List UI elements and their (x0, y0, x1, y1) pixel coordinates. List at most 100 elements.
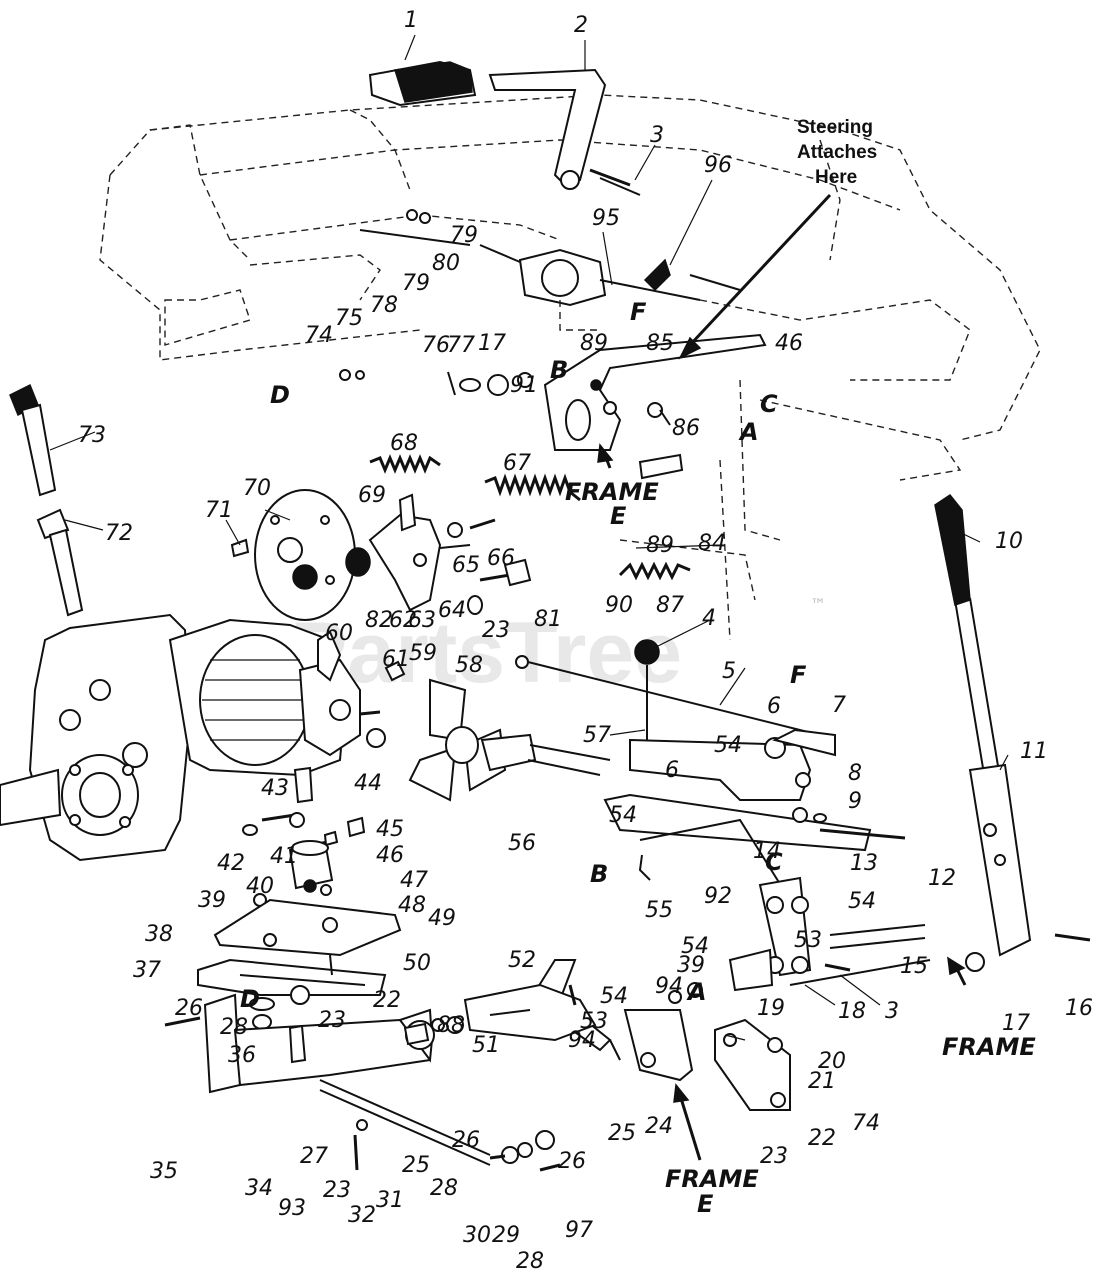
disc-assembly (230, 489, 532, 621)
part-number: 71 (205, 498, 233, 523)
part-number: 84 (698, 531, 726, 556)
callout-letter: B (590, 860, 608, 888)
part-number: 45 (376, 817, 404, 842)
part-number: 3 (885, 999, 899, 1024)
part-number: 68 (390, 431, 418, 456)
part-number: 78 (370, 293, 398, 318)
part-number: 51 (472, 1033, 500, 1058)
lower-levers (463, 959, 703, 1172)
part-number: 53 (580, 1009, 608, 1034)
part-number: 53 (794, 928, 822, 953)
part-number: 54 (600, 984, 628, 1009)
part-number: 39 (677, 953, 705, 978)
part-number: 79 (402, 271, 430, 296)
part-number: 15 (900, 954, 928, 979)
part-number: 19 (757, 996, 785, 1021)
part-number: 54 (848, 889, 876, 914)
part-number: 64 (438, 598, 466, 623)
part-number: 48 (398, 893, 426, 918)
part-number: 50 (403, 951, 431, 976)
rod-linkage (515, 639, 931, 1111)
part-number: 69 (358, 483, 386, 508)
steering-note-line-1: Steering (797, 117, 873, 138)
part-number: 61 (382, 647, 410, 672)
callout-letter: B (550, 356, 568, 384)
control-lever (934, 493, 1091, 972)
part-number: 65 (452, 553, 480, 578)
part-number: 4 (702, 606, 716, 631)
part-number: 28 (220, 1015, 248, 1040)
part-number: 8 (848, 761, 862, 786)
part-number: 11 (1020, 739, 1048, 764)
part-number: 57 (583, 723, 611, 748)
part-number: 30 (463, 1223, 491, 1248)
part-number: 18 (838, 999, 866, 1024)
part-number: 88 (437, 1013, 465, 1038)
part-number: 62 (389, 608, 417, 633)
callout-letter: F (630, 298, 647, 326)
part-number: 16 (1065, 996, 1093, 1021)
leader-lines (49, 34, 1009, 1041)
frame-labels: FRAME E FRAME E 17 FRAME (565, 478, 1036, 1218)
part-number: 42 (217, 851, 245, 876)
part-number: 74 (305, 323, 333, 348)
callout-letter: C (760, 390, 778, 418)
part-number: 82 (365, 608, 393, 633)
part-number: 35 (150, 1159, 178, 1184)
part-number: 44 (354, 771, 382, 796)
part-number: 80 (432, 251, 460, 276)
transaxle (0, 613, 406, 862)
part-number: 58 (455, 653, 483, 678)
part-number: 23 (760, 1144, 788, 1169)
callout-letter: D (240, 985, 260, 1013)
shift-handle (9, 383, 84, 617)
part-number: 5 (722, 659, 736, 684)
part-number: 46 (775, 331, 803, 356)
part-number: 92 (704, 884, 732, 909)
part-number: 47 (400, 868, 428, 893)
part-number: 94 (568, 1028, 596, 1053)
part-number: 6 (665, 758, 679, 783)
part-number: 90 (605, 593, 633, 618)
callout-letter: C (765, 848, 783, 876)
part-number: 10 (995, 529, 1023, 554)
part-number: 75 (335, 306, 363, 331)
part-number: 89 (580, 331, 608, 356)
part-number: 24 (645, 1114, 673, 1139)
part-number: 55 (645, 898, 673, 923)
part-number: 25 (608, 1121, 636, 1146)
part-number: 91 (510, 373, 538, 398)
upper-shaft (359, 209, 741, 331)
part-number: 66 (487, 546, 515, 571)
part-number: 23 (323, 1178, 351, 1203)
part-number: 76 (422, 333, 450, 358)
part-number: 22 (808, 1126, 836, 1151)
frame-bracket (543, 333, 767, 480)
part-number: 21 (808, 1069, 836, 1094)
part-number: 39 (198, 888, 226, 913)
part-number: 1 (404, 8, 418, 33)
frame-label-e-upper: FRAME (565, 478, 659, 506)
part-number: 81 (534, 607, 562, 632)
part-number: 38 (145, 922, 173, 947)
part-number: 54 (714, 733, 742, 758)
part-number-labels: 1 2 3 96 95 79 79 80 78 46 75 74 76 77 1… (78, 8, 1093, 1274)
part-number: 26 (452, 1128, 480, 1153)
watermark-tm: ™ (810, 595, 826, 614)
part-number: 97 (565, 1218, 593, 1243)
steering-note: Steering Attaches Here (797, 117, 877, 188)
part-number: 6 (767, 694, 781, 719)
part-number: 46 (376, 843, 404, 868)
part-number: 31 (376, 1188, 404, 1213)
part-number: 54 (609, 803, 637, 828)
steering-note-line-2: Attaches (797, 142, 877, 163)
part-number: 13 (850, 851, 878, 876)
part-number: 36 (228, 1043, 256, 1068)
part-number: 70 (243, 476, 271, 501)
part-number: 2 (574, 13, 588, 38)
part-number: 26 (558, 1149, 586, 1174)
part-number: 41 (270, 844, 298, 869)
lower-bracket (164, 993, 491, 1171)
part-number: 25 (402, 1153, 430, 1178)
